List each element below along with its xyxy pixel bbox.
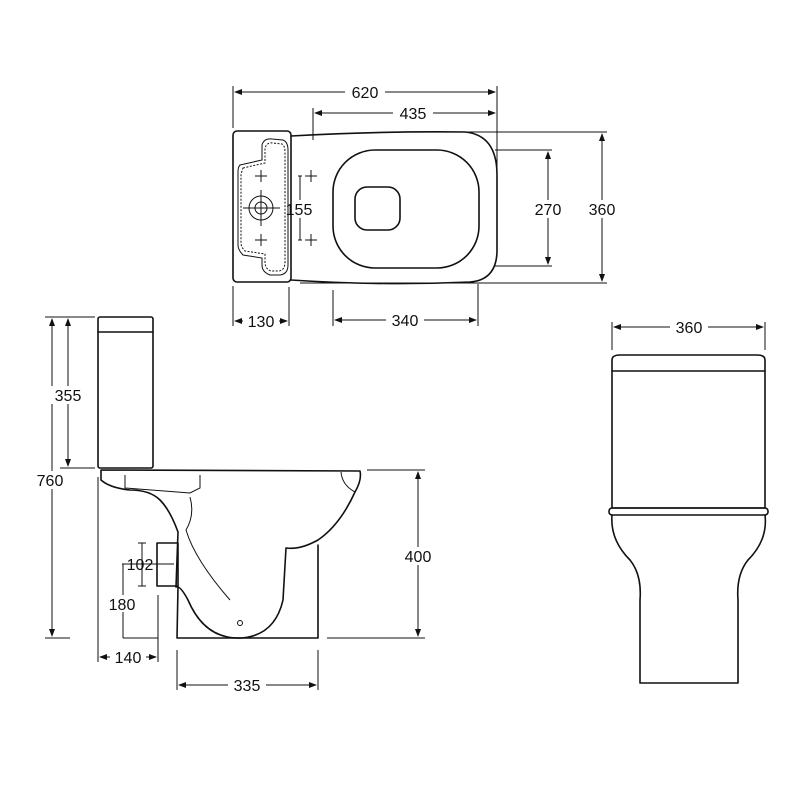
dim-180: 180 [109,597,136,614]
dim-102: 102 [127,557,154,574]
pan-front [611,514,767,684]
dim-155: 155 [286,202,313,219]
dim-270: 270 [535,202,562,219]
top-view: 620 435 360 270 155 130 340 [232,82,621,331]
front-view: 360 [608,318,769,684]
cistern-side [97,316,154,469]
dim-355: 355 [55,388,82,405]
bowl-opening [354,186,401,231]
cistern-lid-recess [237,138,289,276]
dim-400: 400 [405,549,432,566]
dim-360-front: 360 [676,320,703,337]
dim-140: 140 [115,650,142,667]
dim-340: 340 [392,313,419,330]
side-view: 760 355 400 102 180 140 335 [34,316,436,695]
dim-335: 335 [234,678,261,695]
dim-360-top: 360 [589,202,616,219]
dim-435: 435 [400,106,427,123]
pan-base [176,544,319,639]
dim-760: 760 [37,473,64,490]
cistern-lid-inner [240,142,286,272]
cistern-front [611,354,766,509]
fixing-hole-icons [255,170,317,246]
pan-outline [290,131,498,285]
dim-130: 130 [248,314,275,331]
seat-outline [332,149,480,269]
flush-centerline [243,190,280,226]
pan-side-outline [100,469,362,639]
dim-620: 620 [352,85,379,102]
seat-front [608,507,769,516]
cistern-top [232,130,292,283]
